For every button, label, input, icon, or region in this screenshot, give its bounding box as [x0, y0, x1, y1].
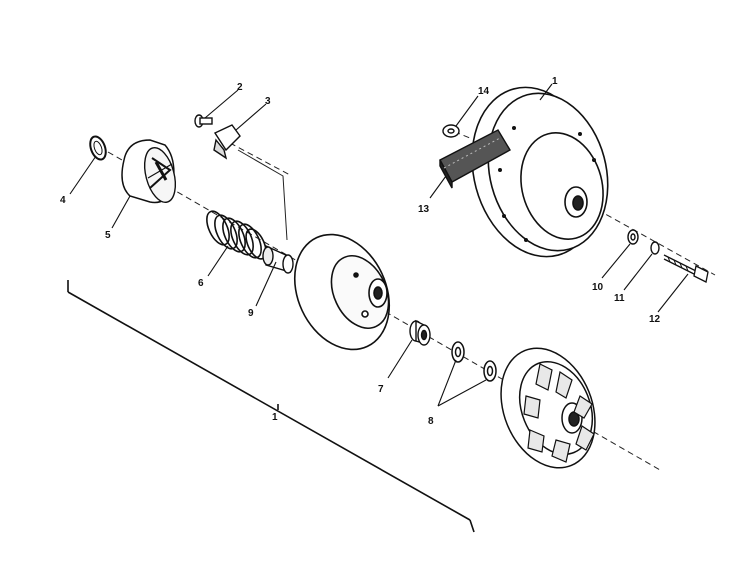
callout-1-assembly: 1 [272, 412, 278, 423]
drive-belt-part-13 [439, 129, 511, 189]
callout-8: 8 [428, 416, 434, 427]
callout-5: 5 [105, 230, 111, 241]
callout-4: 4 [60, 195, 66, 206]
spring-part-6 [206, 210, 267, 260]
spider-cam-part-5 [121, 139, 177, 204]
callout-3: 3 [265, 96, 271, 107]
washers-part-8 [451, 341, 497, 382]
bolt-part-12 [663, 254, 709, 283]
washer-part-14 [442, 124, 460, 138]
callout-leaders [69, 83, 689, 407]
callout-1-top: 1 [552, 76, 558, 87]
assembly-bracket [67, 280, 475, 533]
spacer-part-7 [409, 319, 431, 346]
callout-12: 12 [649, 314, 661, 325]
leader-line-3-to-shaft [237, 149, 288, 241]
callout-10: 10 [592, 282, 604, 293]
callout-14: 14 [478, 86, 490, 97]
movable-sheave [293, 233, 391, 351]
callout-numbers: 2 3 4 5 6 9 7 8 1 13 14 1 10 11 12 [60, 76, 661, 427]
washer-part-11 [650, 241, 660, 255]
drive-pulley-assembly [471, 86, 609, 258]
washer-part-10 [627, 229, 639, 245]
callout-11: 11 [614, 293, 625, 304]
bushing-part-9 [262, 244, 294, 274]
callout-2: 2 [237, 82, 243, 93]
callout-9: 9 [248, 308, 254, 319]
callout-7: 7 [378, 384, 384, 395]
screw-part-2 [194, 114, 213, 128]
callout-13: 13 [418, 204, 430, 215]
callout-6: 6 [198, 278, 204, 289]
snap-ring-part-4 [89, 135, 107, 161]
roller-part-3 [213, 124, 241, 160]
fixed-sheave [500, 347, 596, 469]
